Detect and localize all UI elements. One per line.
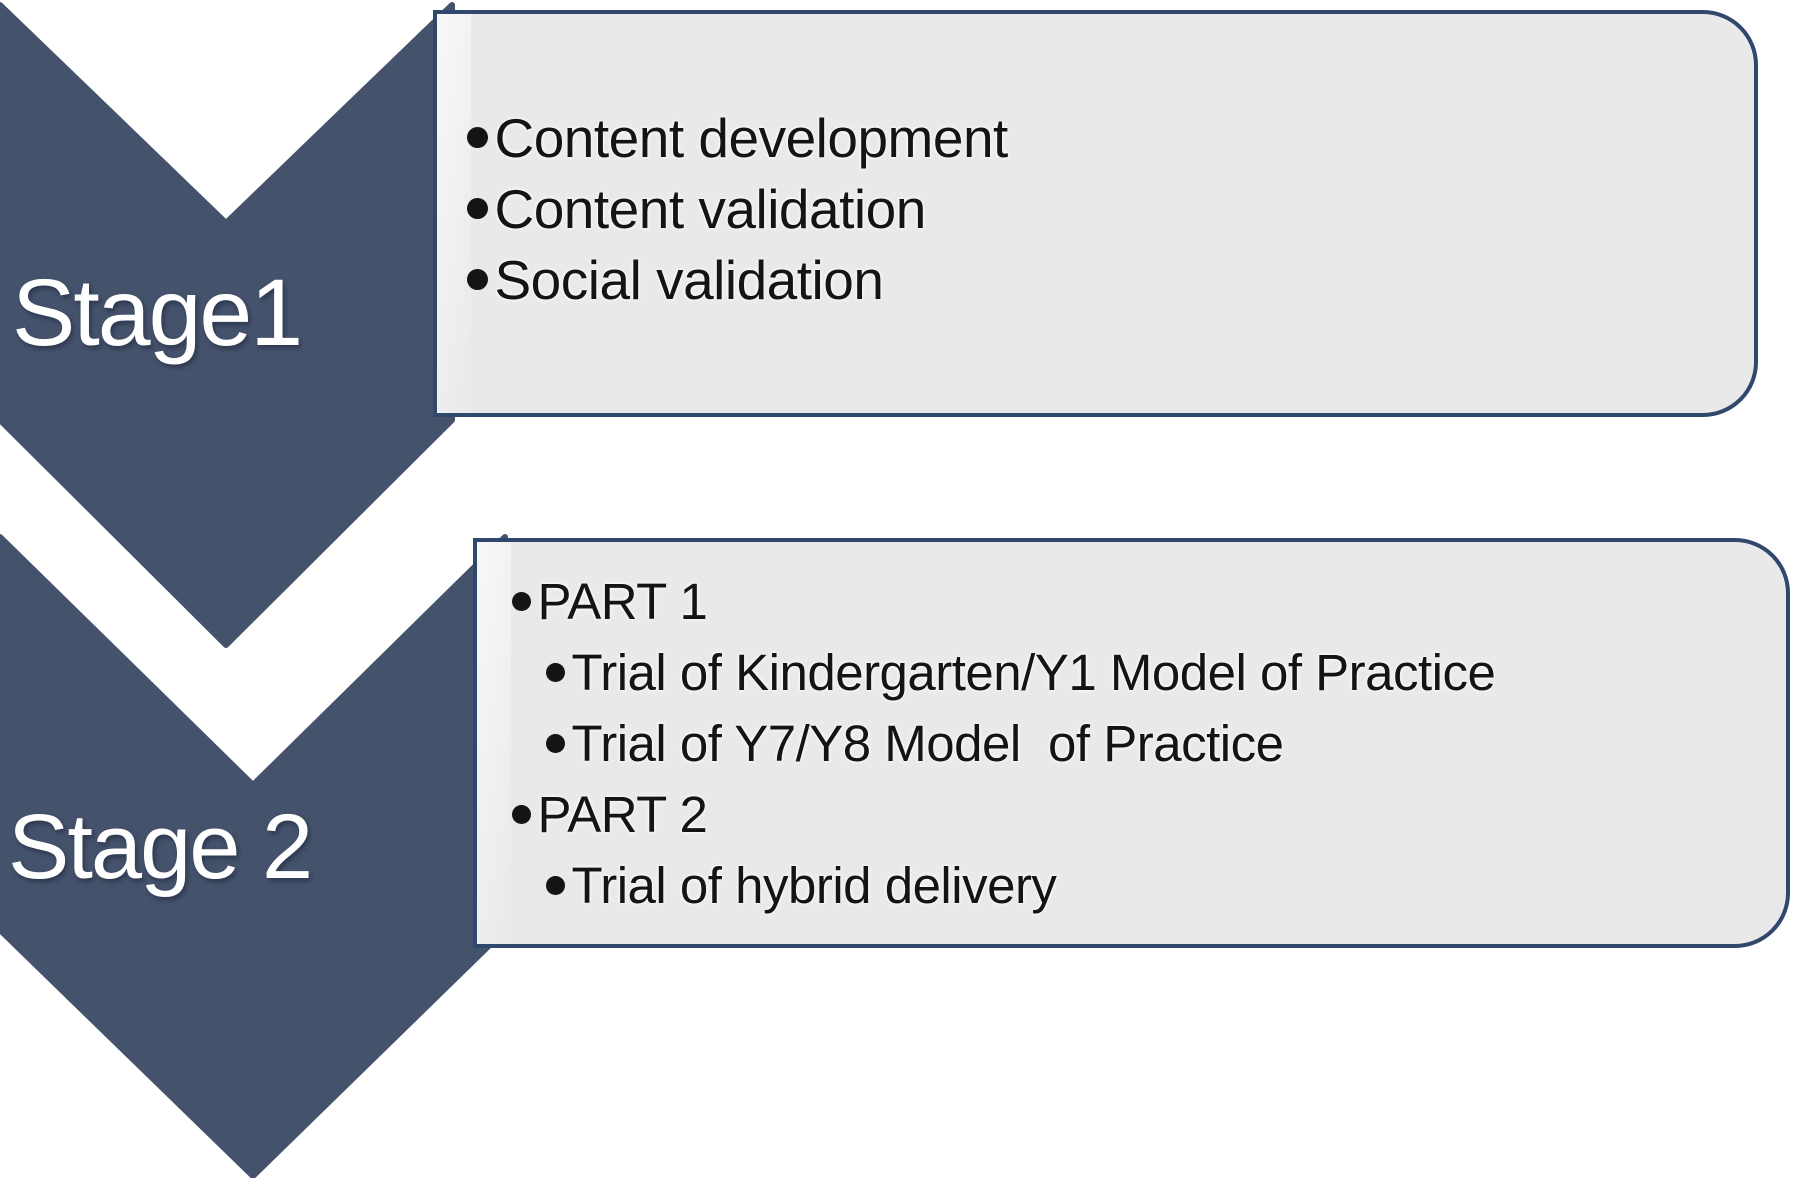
bullet-icon	[467, 269, 488, 290]
list-item: PART 1	[477, 566, 1786, 637]
list-item-text: Trial of hybrid delivery	[571, 857, 1057, 914]
stage2-label: Stage 2	[8, 796, 313, 898]
list-item-text: Content validation	[494, 177, 926, 240]
list-item: Social validation	[437, 244, 1754, 315]
bullet-icon	[467, 198, 488, 219]
list-item-text: PART 2	[537, 786, 708, 843]
bullet-icon	[512, 591, 532, 612]
stage1-label: Stage1	[12, 260, 303, 366]
list-item-text: Trial of Y7/Y8 Model of Practice	[571, 715, 1284, 772]
list-item-text: Trial of Kindergarten/Y1 Model of Practi…	[571, 644, 1496, 701]
stage1-bullet-list: Content development Content validation S…	[437, 102, 1754, 315]
list-item-text: Content development	[494, 106, 1008, 169]
bullet-icon	[512, 804, 532, 825]
list-item: Content validation	[437, 173, 1754, 244]
list-item: Content development	[437, 102, 1754, 173]
stage1-chevron-icon	[0, 2, 455, 648]
bullet-icon	[546, 662, 566, 683]
stage2-bullet-list: PART 1 Trial of Kindergarten/Y1 Model of…	[477, 566, 1786, 921]
stage1-panel: Content development Content validation S…	[433, 10, 1758, 417]
stage2-panel: PART 1 Trial of Kindergarten/Y1 Model of…	[473, 538, 1790, 948]
bullet-icon	[467, 127, 488, 148]
bullet-icon	[546, 733, 566, 754]
list-item: Trial of hybrid delivery	[477, 850, 1786, 921]
bullet-icon	[546, 875, 566, 896]
list-item-text: PART 1	[537, 573, 708, 630]
list-item: PART 2	[477, 779, 1786, 850]
list-item: Trial of Kindergarten/Y1 Model of Practi…	[477, 637, 1786, 708]
list-item: Trial of Y7/Y8 Model of Practice	[477, 708, 1786, 779]
list-item-text: Social validation	[494, 248, 884, 311]
